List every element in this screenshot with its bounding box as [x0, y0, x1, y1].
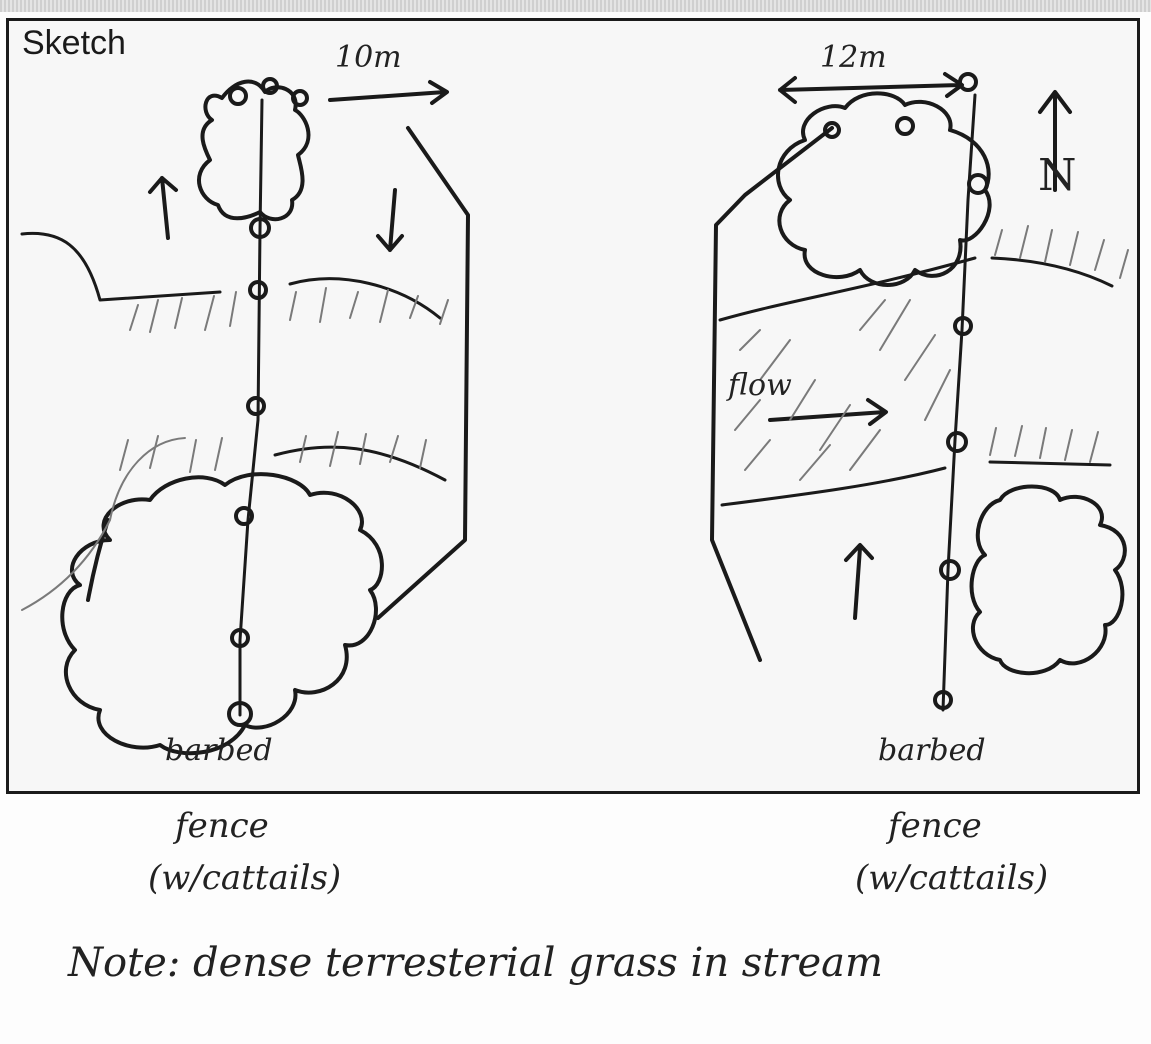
right-transect	[943, 95, 975, 710]
north-label: N	[1038, 150, 1077, 201]
note-text: Note: dense terresterial grass in stream	[68, 940, 883, 986]
flow-label: flow	[728, 368, 792, 403]
left-right-bank	[378, 128, 468, 618]
right-scale-end	[960, 74, 976, 90]
right-scale-label: 12m	[820, 40, 887, 75]
right-upper-waterline	[720, 258, 1112, 320]
sketch-title: Sketch	[22, 24, 126, 63]
right-tree-knot	[897, 118, 913, 134]
flow-arrow	[770, 400, 886, 424]
left-scale-label: 10m	[335, 40, 402, 75]
left-fence-label: fence	[175, 806, 269, 846]
left-upper-waterline	[22, 233, 440, 318]
right-lower-shrub	[972, 487, 1125, 674]
left-transect	[240, 100, 262, 715]
left-transect-point	[248, 398, 264, 414]
left-arrow-up	[150, 178, 176, 238]
right-lower-waterline	[722, 462, 1110, 505]
right-scale-arrow	[780, 74, 962, 102]
right-fence-label: fence	[888, 806, 982, 846]
left-cattails-label: (w/cattails)	[148, 858, 341, 898]
left-arrow-down	[378, 190, 402, 250]
right-grass-band-lower	[990, 426, 1098, 462]
right-transect-point	[941, 561, 959, 579]
right-barbed-label: barbed	[878, 733, 986, 768]
right-tree-knot	[969, 175, 987, 193]
right-cattails-label: (w/cattails)	[855, 858, 1048, 898]
right-transect-point	[948, 433, 966, 451]
left-scale-arrow	[330, 82, 447, 103]
left-upper-tree-knot	[230, 88, 246, 104]
right-upper-tree	[778, 93, 990, 285]
right-up-arrow	[846, 545, 872, 618]
left-barbed-label: barbed	[165, 733, 273, 768]
right-grass-band-upper	[995, 226, 1128, 278]
